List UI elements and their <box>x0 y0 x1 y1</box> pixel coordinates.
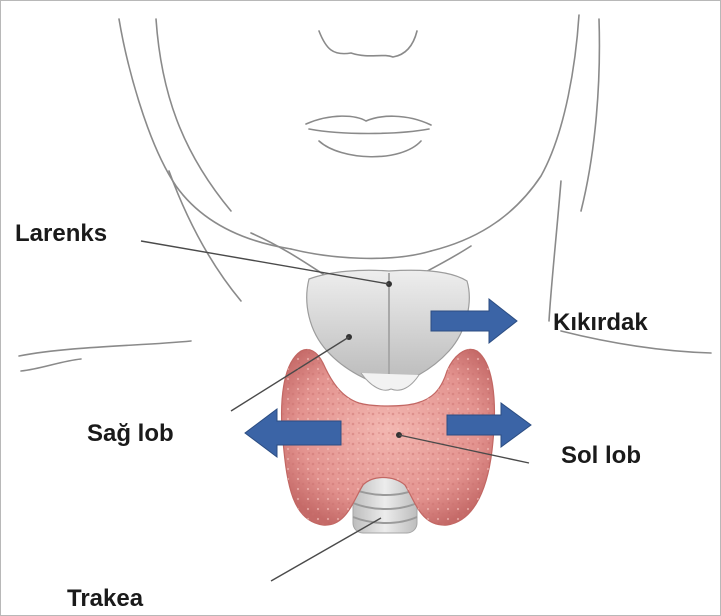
jaw-left-line <box>119 19 291 249</box>
neck-right-outer-line <box>581 19 599 211</box>
larenks-leader-line <box>141 241 389 284</box>
nose-line <box>319 31 417 57</box>
chin-line <box>291 249 431 258</box>
right-lobe-label: Sağ lob <box>87 420 174 448</box>
jaw-right-line <box>431 15 579 251</box>
collar-left-line <box>21 359 81 371</box>
shoulder-left-line <box>19 341 191 356</box>
larynx-label: Larenks <box>15 220 107 248</box>
cartilage-label: Kıkırdak <box>553 309 648 337</box>
neck-left-outer-line <box>156 19 231 211</box>
trachea-label: Trakea <box>67 585 143 613</box>
left-lobe-label: Sol lob <box>561 442 641 470</box>
lower-lip-line <box>319 141 421 157</box>
mouth-line <box>309 129 429 134</box>
trakea-leader-line <box>271 518 381 581</box>
neck-right-line <box>549 181 561 321</box>
upper-lip-line <box>306 116 431 125</box>
